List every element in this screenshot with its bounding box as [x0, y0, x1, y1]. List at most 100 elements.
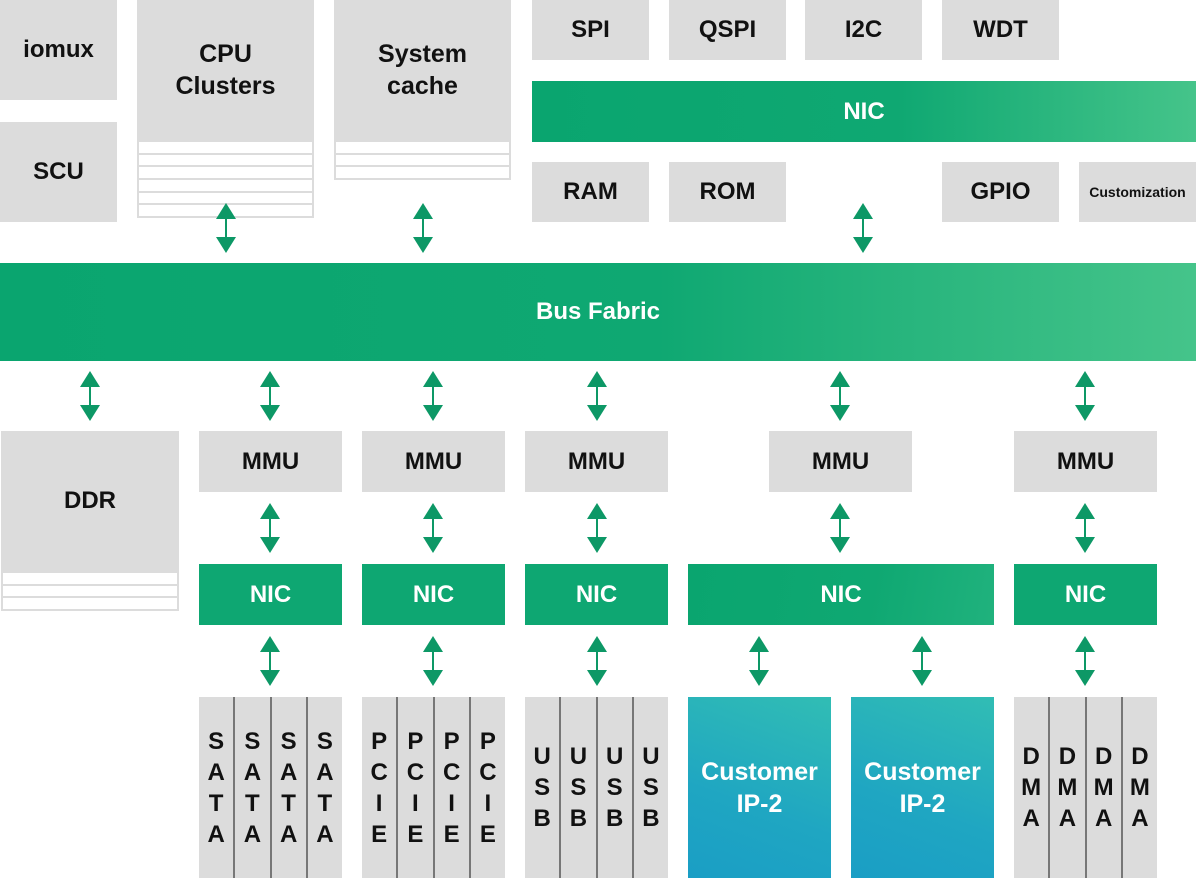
cpu-clusters-block: CPU Clusters	[137, 0, 314, 140]
bidirectional-arrow-icon	[587, 503, 607, 553]
nic-label: NIC	[820, 580, 862, 608]
bidirectional-arrow-icon	[912, 636, 932, 686]
nic-sata: NIC	[199, 564, 342, 625]
bidirectional-arrow-icon	[423, 636, 443, 686]
peripheral-nic-label: NIC	[843, 97, 885, 125]
bus-fabric: Bus Fabric	[0, 263, 1196, 361]
i2c-block: I2C	[805, 0, 922, 60]
gpio-block: GPIO	[942, 162, 1059, 222]
bidirectional-arrow-icon	[413, 203, 433, 253]
qspi-block: QSPI	[669, 0, 786, 60]
bidirectional-arrow-icon	[830, 371, 850, 421]
system-cache-line2: cache	[387, 72, 458, 100]
ddr-label: DDR	[64, 487, 116, 514]
customer-ip-2: Customer IP-2	[851, 697, 994, 878]
nic-label: NIC	[249, 580, 292, 608]
mmu-customer-ip: MMU	[769, 431, 912, 492]
nic-dma: NIC	[1014, 564, 1157, 625]
stack-row	[3, 598, 177, 609]
system-cache-stack	[334, 140, 511, 180]
customer-ip-line1: Customer	[864, 757, 981, 786]
stack-row	[336, 167, 509, 178]
mmu-sata: MMU	[199, 431, 342, 492]
mmu-label: MMU	[811, 447, 870, 475]
customer-ip-line2: IP-2	[899, 789, 946, 818]
spi-block: SPI	[532, 0, 649, 60]
system-cache-block: System cache	[334, 0, 511, 140]
nic-pcie: NIC	[362, 564, 505, 625]
bidirectional-arrow-icon	[1075, 371, 1095, 421]
stack-row	[139, 180, 312, 193]
bidirectional-arrow-icon	[587, 636, 607, 686]
wdt-label: WDT	[973, 16, 1028, 43]
bidirectional-arrow-icon	[423, 371, 443, 421]
qspi-label: QSPI	[698, 16, 757, 43]
mmu-label: MMU	[567, 447, 626, 475]
iomux-block: iomux	[0, 0, 117, 100]
bidirectional-arrow-icon	[80, 371, 100, 421]
bidirectional-arrow-icon	[830, 503, 850, 553]
customer-ip-line1: Customer	[701, 757, 818, 786]
cpu-label-line1: CPU	[199, 40, 252, 68]
stack-row	[336, 155, 509, 168]
bidirectional-arrow-icon	[749, 636, 769, 686]
customization-block: Customization	[1079, 162, 1196, 222]
bus-fabric-label: Bus Fabric	[535, 298, 661, 325]
mmu-usb: MMU	[525, 431, 668, 492]
spi-label: SPI	[571, 16, 610, 43]
stack-row	[3, 586, 177, 599]
nic-label: NIC	[575, 580, 618, 608]
system-cache-line1: System	[378, 40, 467, 68]
mmu-pcie: MMU	[362, 431, 505, 492]
bidirectional-arrow-icon	[1075, 503, 1095, 553]
customer-ip-1: Customer IP-2	[688, 697, 831, 878]
bidirectional-arrow-icon	[587, 371, 607, 421]
bidirectional-arrow-icon	[260, 636, 280, 686]
mmu-dma: MMU	[1014, 431, 1157, 492]
i2c-label: I2C	[844, 16, 883, 43]
stack-row	[139, 142, 312, 155]
bidirectional-arrow-icon	[1075, 636, 1095, 686]
mmu-label: MMU	[404, 447, 463, 475]
bidirectional-arrow-icon	[423, 503, 443, 553]
bidirectional-arrow-icon	[260, 371, 280, 421]
bidirectional-arrow-icon	[260, 503, 280, 553]
scu-block: SCU	[0, 122, 117, 222]
rom-label: ROM	[699, 178, 756, 205]
ddr-block: DDR	[1, 431, 179, 571]
cpu-label-line2: Clusters	[175, 72, 276, 100]
wdt-block: WDT	[942, 0, 1059, 60]
